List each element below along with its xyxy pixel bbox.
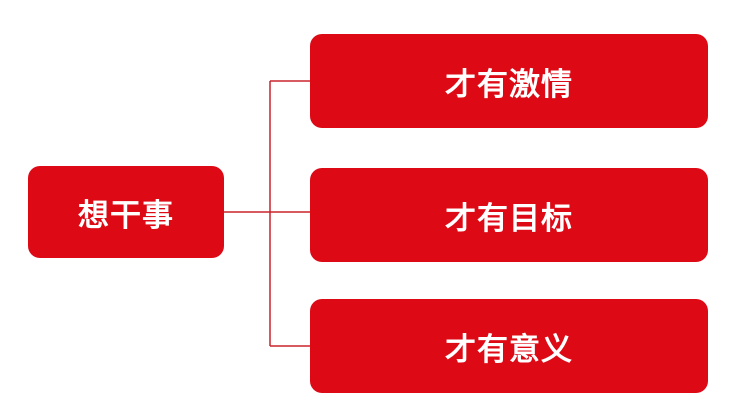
child-node-passion: 才有激情	[310, 34, 708, 128]
child-node-goal: 才有目标	[310, 168, 708, 262]
child-node-label: 才有激情	[445, 66, 573, 103]
child-node-label: 才有目标	[445, 200, 573, 237]
root-node-label: 想干事	[78, 197, 174, 234]
child-node-meaning: 才有意义	[310, 299, 708, 393]
root-node: 想干事	[28, 166, 224, 258]
child-node-label: 才有意义	[445, 331, 573, 368]
